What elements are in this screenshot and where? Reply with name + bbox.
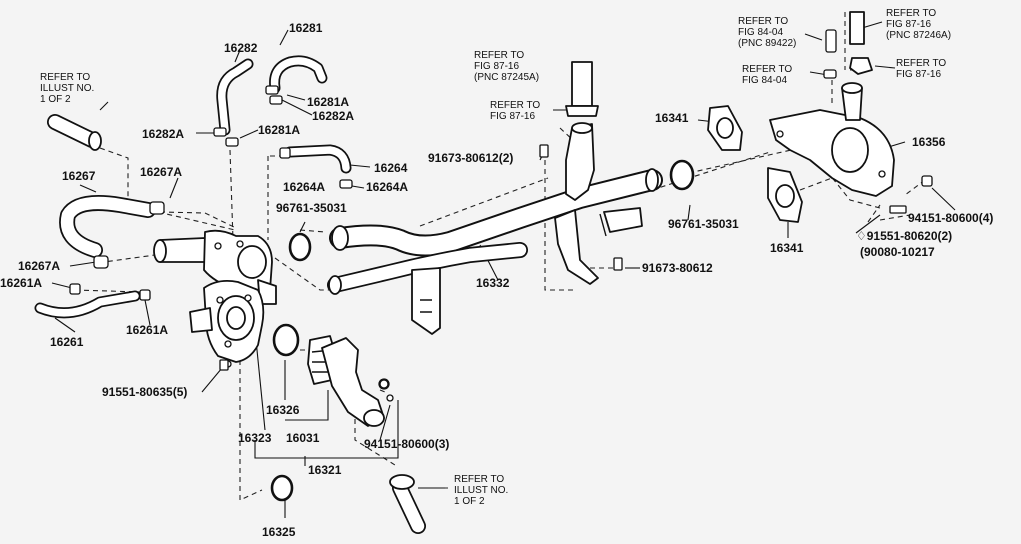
label-16267a-b[interactable]: 16267A xyxy=(18,259,60,273)
label-16356[interactable]: 16356 xyxy=(912,135,946,149)
hose-ref-bottom xyxy=(389,474,426,534)
hose-16281[interactable] xyxy=(269,55,328,94)
gasket-96761-left[interactable] xyxy=(288,232,312,262)
gasket-16325[interactable] xyxy=(270,474,294,502)
ref-fig-87-16-mid: REFER TO FIG 87-16 (PNC 87245A) xyxy=(474,50,539,83)
label-16261a-a[interactable]: 16261A xyxy=(0,276,42,290)
water-outlet-16356[interactable] xyxy=(769,82,895,197)
label-91673-80612-2[interactable]: 91673-80612(2) xyxy=(428,151,513,165)
gasket-16326[interactable] xyxy=(272,323,300,357)
label-16325[interactable]: 16325 xyxy=(262,525,296,539)
hose-ref-top-left xyxy=(47,114,102,151)
hose-16282[interactable] xyxy=(216,58,254,136)
hose-16267[interactable] xyxy=(59,195,165,269)
label-96761-35031-right[interactable]: 96761-35031 xyxy=(668,217,739,231)
label-16261[interactable]: 16261 xyxy=(50,335,84,349)
label-16282[interactable]: 16282 xyxy=(224,41,258,55)
gasket-16341-top[interactable] xyxy=(707,105,743,151)
label-16281[interactable]: 16281 xyxy=(289,21,323,35)
ref-fig-87-16-small: REFER TO FIG 87-16 xyxy=(490,100,543,122)
clamps-upper xyxy=(213,85,283,147)
pipe-bracket[interactable] xyxy=(554,122,643,285)
gasket-96761-right[interactable] xyxy=(669,159,695,191)
label-16332[interactable]: 16332 xyxy=(476,276,510,290)
gasket-16341-bottom[interactable] xyxy=(767,167,803,223)
hose-ref-fig-87-16 xyxy=(565,61,599,117)
label-16031[interactable]: 16031 xyxy=(286,431,320,445)
label-91551-80620[interactable]: ♢91551-80620(2) xyxy=(856,229,952,243)
label-16282a-top[interactable]: 16282A xyxy=(312,109,354,123)
bolts-right xyxy=(219,175,933,389)
label-94151-80600-3[interactable]: 94151-80600(3) xyxy=(364,437,449,451)
label-16267[interactable]: 16267 xyxy=(62,169,96,183)
label-16264[interactable]: 16264 xyxy=(374,161,408,175)
hose-16264[interactable] xyxy=(279,144,353,189)
reference-notes: REFER TO ILLUST NO. 1 OF 2 REFER TO FIG … xyxy=(40,8,951,507)
ref-fig-87-16-top: REFER TO FIG 87-16 (PNC 87246A) xyxy=(886,8,951,41)
label-16281a[interactable]: 16281A xyxy=(258,123,300,137)
bypass-pipe-16332[interactable] xyxy=(327,168,663,335)
union-plug[interactable] xyxy=(849,57,873,75)
ref-illust-top: REFER TO ILLUST NO. 1 OF 2 xyxy=(40,72,97,105)
ref-fig-84-04-mid: REFER TO FIG 84-04 xyxy=(742,64,795,86)
label-16321[interactable]: 16321 xyxy=(308,463,342,477)
hose-ref-fig-87-16-top xyxy=(849,11,865,45)
ref-fig-87-16-right: REFER TO FIG 87-16 xyxy=(896,58,949,80)
water-pump-body[interactable] xyxy=(189,279,265,368)
label-16281a-top[interactable]: 16281A xyxy=(307,95,349,109)
label-16264a-b[interactable]: 16264A xyxy=(366,180,408,194)
callout-lines xyxy=(51,21,956,518)
label-16341-top[interactable]: 16341 xyxy=(655,111,689,125)
label-16264a-a[interactable]: 16264A xyxy=(283,180,325,194)
ref-fig-84-04-top: REFER TO FIG 84-04 (PNC 89422) xyxy=(738,16,796,49)
label-16323[interactable]: 16323 xyxy=(238,431,272,445)
temp-sensor[interactable] xyxy=(823,29,837,79)
label-90080-10217[interactable]: (90080-10217 xyxy=(860,245,935,259)
label-96761-35031-left[interactable]: 96761-35031 xyxy=(276,201,347,215)
label-16282a[interactable]: 16282A xyxy=(142,127,184,141)
label-91673-80612[interactable]: 91673-80612 xyxy=(642,261,713,275)
label-16326[interactable]: 16326 xyxy=(266,403,300,417)
hose-16261[interactable] xyxy=(34,283,151,319)
label-16341-bottom[interactable]: 16341 xyxy=(770,241,804,255)
label-16267a-a[interactable]: 16267A xyxy=(140,165,182,179)
bolts-center xyxy=(539,144,623,271)
ref-illust-bottom: REFER TO ILLUST NO. 1 OF 2 xyxy=(454,474,511,507)
label-94151-80600-4[interactable]: 94151-80600(4) xyxy=(908,211,993,225)
label-16261a-b[interactable]: 16261A xyxy=(126,323,168,337)
label-91551-80635[interactable]: 91551-80635(5) xyxy=(102,385,187,399)
part-labels: 16281 16282 16281A 16282A 16282A 16281A … xyxy=(0,21,993,539)
